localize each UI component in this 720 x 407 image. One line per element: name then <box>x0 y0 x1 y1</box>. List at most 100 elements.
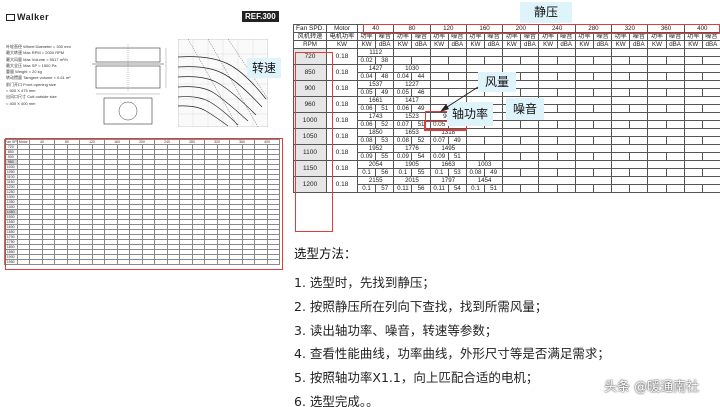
value-cell <box>665 72 685 81</box>
flow-cell <box>683 144 720 153</box>
speed-cell: 720 <box>293 48 327 65</box>
value-cell <box>629 104 649 113</box>
value-cell: 46 <box>411 88 431 97</box>
value-cell <box>592 120 613 129</box>
flow-cell <box>683 128 720 137</box>
value-cell <box>683 56 703 65</box>
value-cell <box>611 56 631 65</box>
unit-cell: KW <box>429 40 449 49</box>
subheader-cell: 功率 <box>429 32 449 41</box>
pressure-header-cell: 40 <box>356 24 395 33</box>
value-cell <box>665 136 685 145</box>
mini-value-cell <box>179 259 193 265</box>
pressure-header-cell: 280 <box>574 24 613 33</box>
unit-cell: dBA <box>592 40 613 49</box>
mini-value-cell <box>229 259 243 265</box>
value-cell <box>611 152 631 161</box>
value-cell <box>556 184 576 193</box>
brand-name: Walker <box>17 12 50 22</box>
value-cell <box>629 152 649 161</box>
mini-header-cell: Motor <box>16 139 30 145</box>
flow-cell: 1417 <box>393 96 431 105</box>
subheader-cell: 功率 <box>393 32 413 41</box>
value-cell: 48 <box>375 72 395 81</box>
flow-cell: 1003 <box>465 160 504 169</box>
mini-value-cell <box>116 259 130 265</box>
value-cell <box>701 136 720 145</box>
value-cell <box>592 152 613 161</box>
value-cell: 53 <box>447 168 467 177</box>
spec-line: 前门开口 Front opening size <box>6 81 57 87</box>
flow-cell <box>574 80 613 89</box>
spec-line: 叶轮直径 Wheel Diameter = 300 mm <box>6 44 71 49</box>
speed-cell: 1200 <box>293 176 327 193</box>
value-cell <box>447 72 467 81</box>
value-cell <box>484 56 504 65</box>
flow-cell <box>611 160 649 169</box>
flow-cell <box>647 144 685 153</box>
value-cell <box>629 168 649 177</box>
mini-value-cell <box>129 259 143 265</box>
value-cell <box>393 56 413 65</box>
flow-cell: 1743 <box>356 112 395 121</box>
value-cell <box>574 72 594 81</box>
mini-table-row: 850 <box>4 149 280 155</box>
mini-value-cell <box>104 259 118 265</box>
flow-cell <box>538 96 576 105</box>
flow-cell <box>574 176 613 185</box>
datasheet-thumbnail: Walker REF.300 叶轮直径 Wheel Diameter = 300… <box>2 2 283 405</box>
pressure-header-cell: 320 <box>611 24 649 33</box>
value-cell <box>647 88 667 97</box>
spec-line: = 400 X 400 mm <box>6 100 36 106</box>
unit-cell: KW <box>502 40 522 49</box>
value-cell <box>647 72 667 81</box>
value-cell <box>538 136 558 145</box>
unit-cell: RPM <box>293 40 327 49</box>
mini-value-cell <box>216 259 230 265</box>
flow-cell <box>574 112 613 121</box>
value-cell <box>611 88 631 97</box>
pressure-header-cell: 360 <box>647 24 685 33</box>
flow-cell <box>683 176 720 185</box>
value-cell: 56 <box>411 184 431 193</box>
value-cell <box>629 120 649 129</box>
value-cell: 0.05 <box>393 88 413 97</box>
subheader-cell: 功率 <box>356 32 377 41</box>
subheader-cell: 功率 <box>502 32 522 41</box>
value-cell: 52 <box>375 120 395 129</box>
value-cell <box>538 168 558 177</box>
flow-cell <box>647 48 685 57</box>
value-cell: 0.1 <box>465 184 486 193</box>
mini-value-cell <box>29 259 43 265</box>
flow-cell: 1905 <box>393 160 431 169</box>
speed-cell: 1100 <box>293 144 327 161</box>
logo-mark-icon <box>6 14 15 21</box>
motor-cell: 0.18 <box>326 80 358 97</box>
mini-value-cell <box>266 259 280 265</box>
value-cell <box>665 152 685 161</box>
value-cell: 44 <box>411 72 431 81</box>
unit-cell: KW <box>538 40 558 49</box>
flow-cell <box>611 112 649 121</box>
value-cell <box>665 88 685 97</box>
subheader-cell: 噪音 <box>520 32 540 41</box>
unit-cell: dBA <box>520 40 540 49</box>
value-cell <box>502 120 522 129</box>
flow-cell <box>393 48 431 57</box>
subheader-cell: 噪音 <box>701 32 720 41</box>
value-cell <box>520 88 540 97</box>
flow-cell <box>611 80 649 89</box>
value-cell <box>520 72 540 81</box>
value-cell: 0.09 <box>356 152 377 161</box>
value-cell: 56 <box>375 168 395 177</box>
mini-value-cell <box>191 259 205 265</box>
flow-cell <box>465 128 504 137</box>
value-cell: 38 <box>375 56 395 65</box>
flow-cell: 1952 <box>356 144 395 153</box>
spec-line: = 500 X 475 mm <box>6 88 36 94</box>
value-cell <box>502 168 522 177</box>
flow-cell <box>647 112 685 121</box>
flow-cell: 1797 <box>429 176 467 185</box>
